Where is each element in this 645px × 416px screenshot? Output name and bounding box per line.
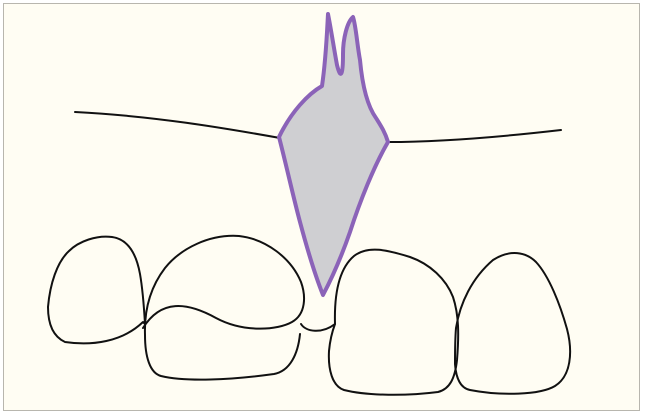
dental-illustration [4,4,639,410]
illustration-panel [3,3,640,411]
